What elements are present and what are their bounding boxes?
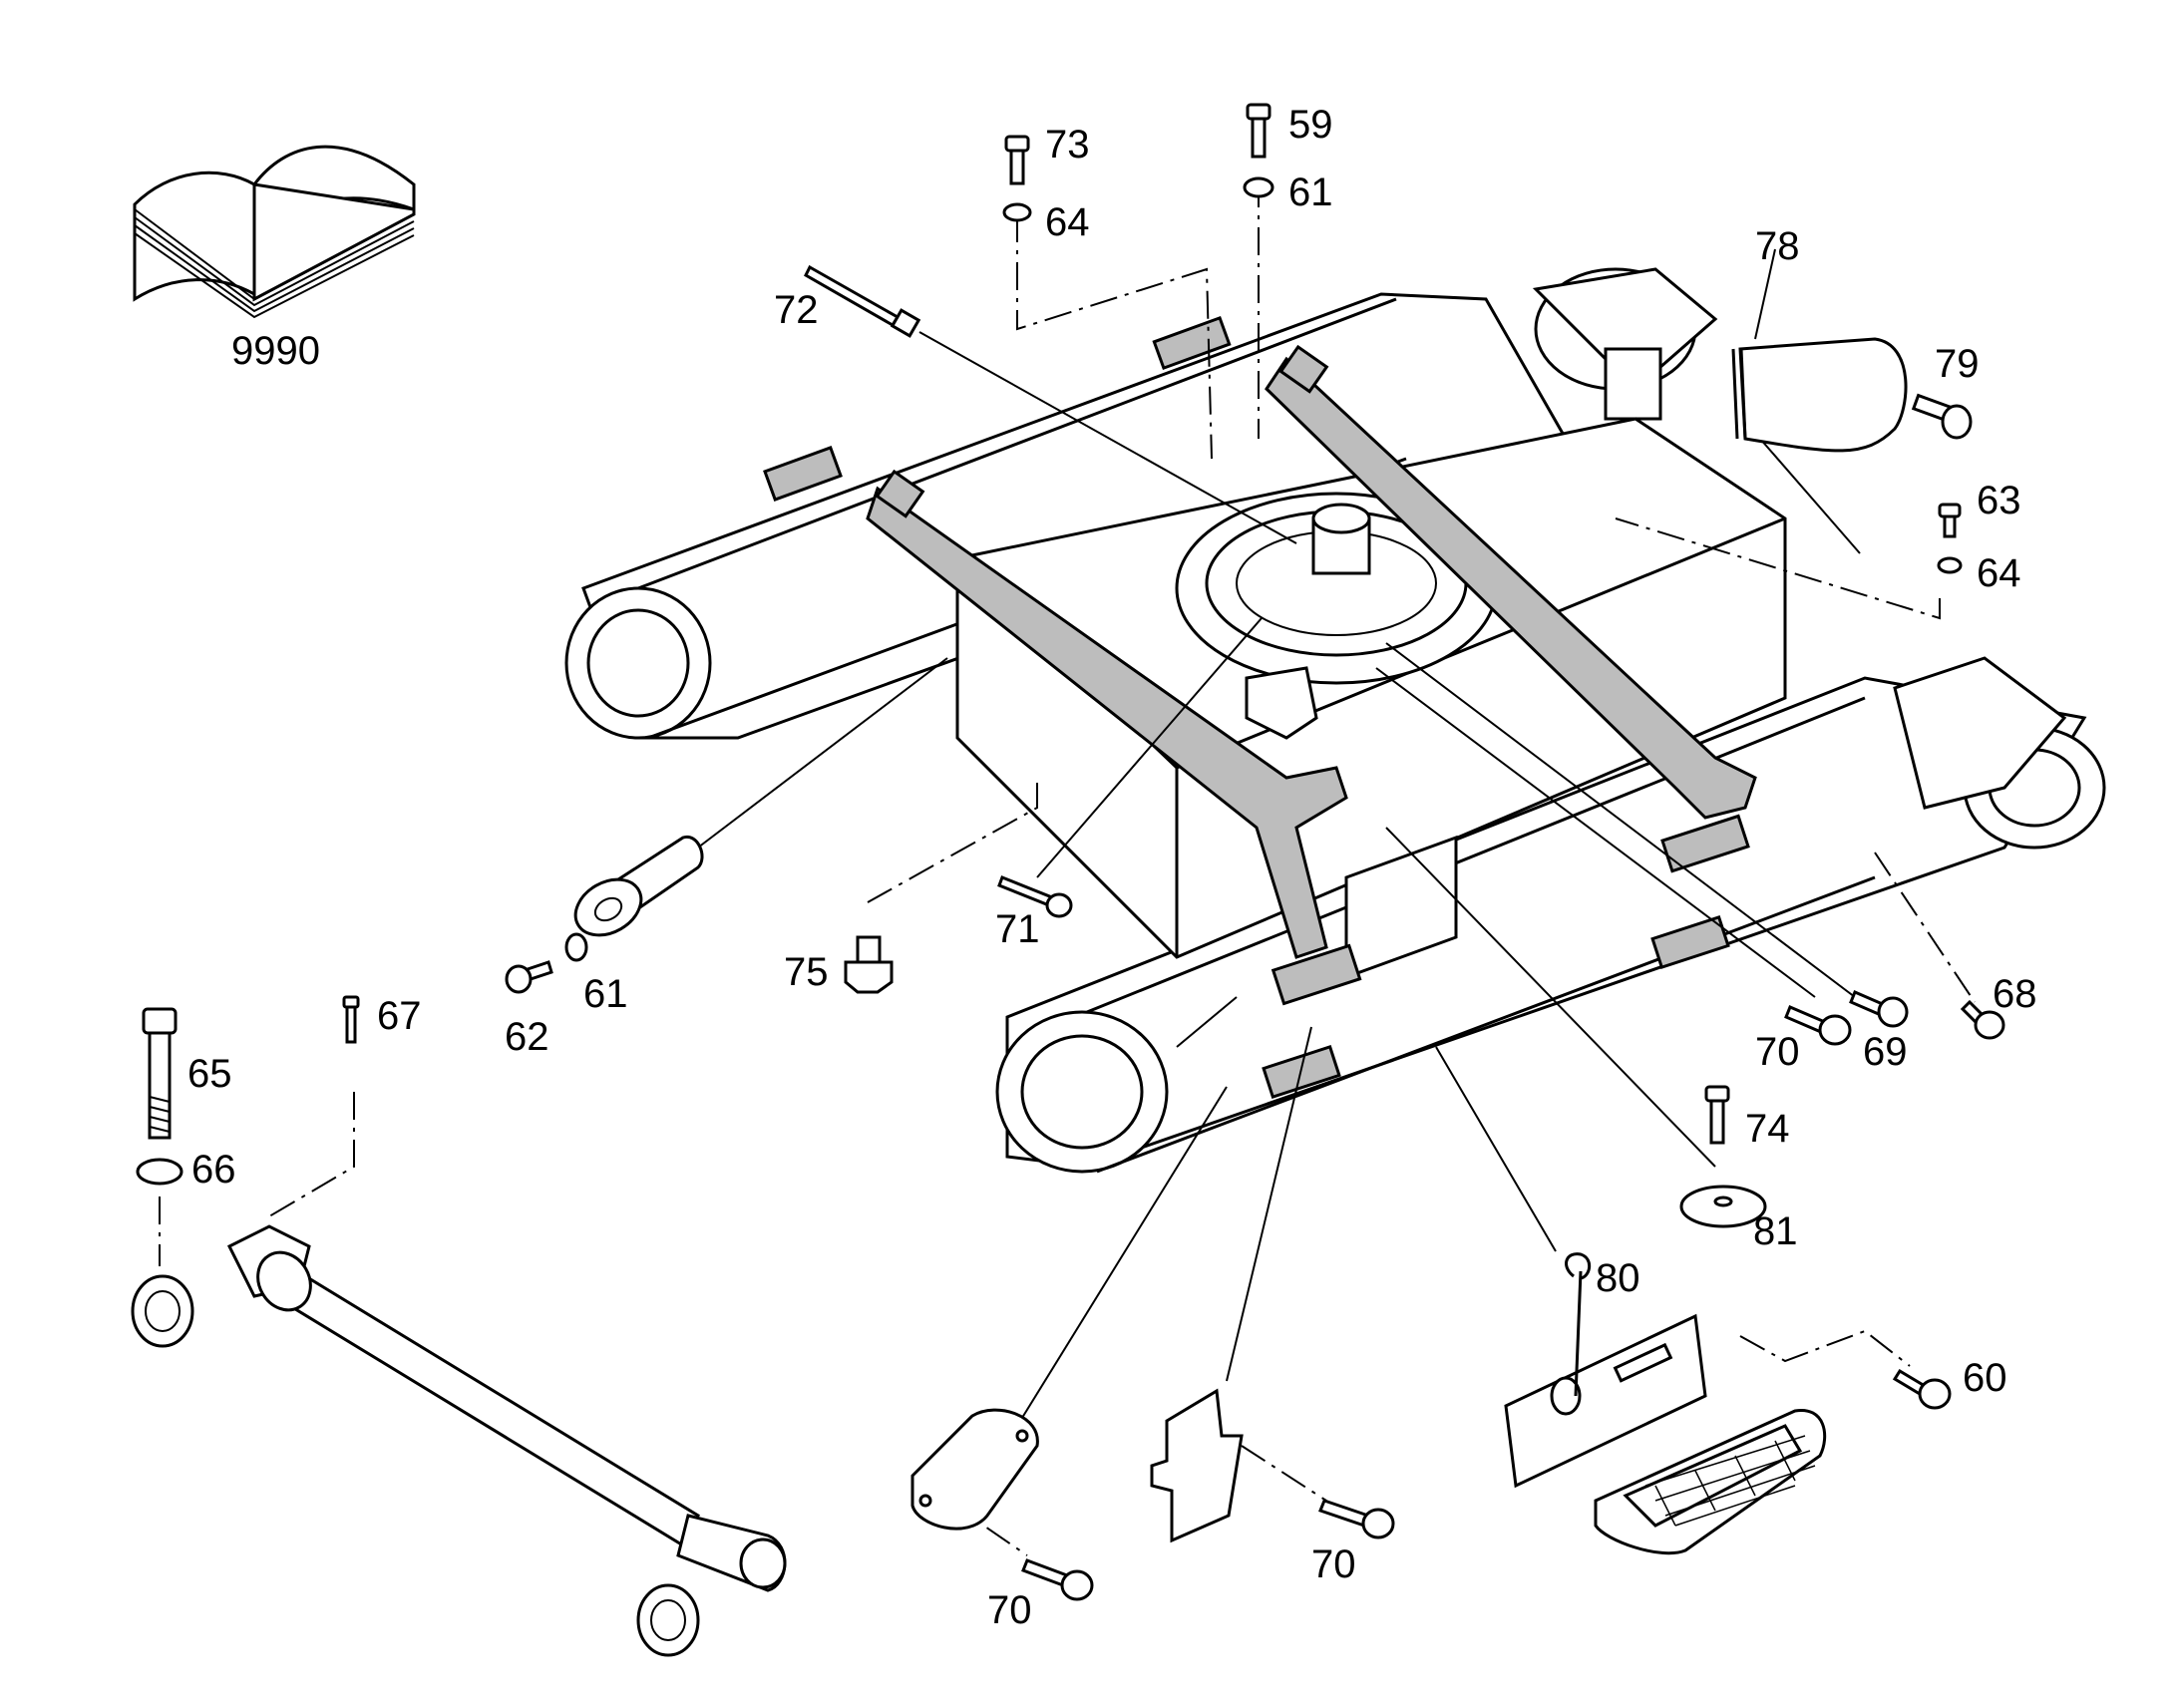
cover-plate-round <box>910 1408 1039 1531</box>
label-72: 72 <box>774 288 819 332</box>
plug-75 <box>844 935 894 994</box>
label-65: 65 <box>187 1052 232 1096</box>
label-75: 75 <box>784 950 829 994</box>
cover-78 <box>1731 337 1908 453</box>
step-grating <box>1594 1409 1827 1555</box>
step-bracket <box>1504 1252 1707 1489</box>
label-81: 81 <box>1753 1209 1798 1253</box>
label-74: 74 <box>1745 1107 1790 1151</box>
label-71: 71 <box>995 907 1040 951</box>
label-68: 68 <box>1993 972 2037 1016</box>
label-61-top: 61 <box>1288 171 1333 214</box>
washer-61-top <box>1243 176 1274 198</box>
label-66: 66 <box>191 1148 236 1192</box>
label-69: 69 <box>1863 1030 1908 1074</box>
label-61-left: 61 <box>583 972 628 1016</box>
washer-64-top <box>1002 202 1032 222</box>
label-70-plate: 70 <box>987 1588 1032 1632</box>
phantom-lines <box>159 179 1976 1556</box>
bolt-70-cover <box>1318 1499 1395 1539</box>
label-70-right: 70 <box>1755 1030 1800 1074</box>
bolt-70-right <box>1784 1005 1852 1046</box>
bolt-71 <box>997 875 1073 918</box>
bolt-59 <box>1246 103 1272 159</box>
bolt-68 <box>1960 999 2005 1040</box>
label-79: 79 <box>1935 342 1980 386</box>
label-63: 63 <box>1977 479 2021 522</box>
label-73: 73 <box>1045 123 1090 167</box>
label-60: 60 <box>1963 1356 2007 1400</box>
label-78: 78 <box>1755 224 1800 268</box>
screw-67 <box>342 995 360 1044</box>
bolt-72 <box>804 264 921 338</box>
label-70-cover: 70 <box>1311 1542 1356 1586</box>
bolt-74 <box>1704 1085 1730 1145</box>
bolt-62 <box>505 960 553 994</box>
bolt-60 <box>1892 1368 1952 1410</box>
label-9990: 9990 <box>231 329 320 373</box>
open-book-icon <box>133 145 416 319</box>
cover-plate-eared <box>1150 1388 1244 1543</box>
washer-66 <box>136 1158 183 1186</box>
label-67: 67 <box>377 994 422 1038</box>
label-64-right: 64 <box>1977 551 2021 595</box>
leader-lines <box>697 248 1901 1427</box>
bolt-73 <box>1004 135 1030 185</box>
bolt-65 <box>142 1007 178 1140</box>
undercarriage-frame <box>564 267 2106 1174</box>
bolt-63 <box>1938 503 1962 538</box>
washer-64-right <box>1937 556 1963 574</box>
label-62: 62 <box>505 1015 549 1059</box>
pin-flange <box>573 835 704 937</box>
bolt-69 <box>1849 990 1909 1028</box>
washer-81 <box>1679 1185 1767 1228</box>
bolt-79 <box>1911 393 1973 440</box>
label-80: 80 <box>1596 1256 1640 1300</box>
hydraulic-cylinder <box>131 1224 787 1657</box>
bolt-70-plate <box>1021 1558 1094 1601</box>
label-59: 59 <box>1288 103 1333 147</box>
washer-61-left <box>564 932 588 962</box>
label-64-top: 64 <box>1045 200 1090 244</box>
